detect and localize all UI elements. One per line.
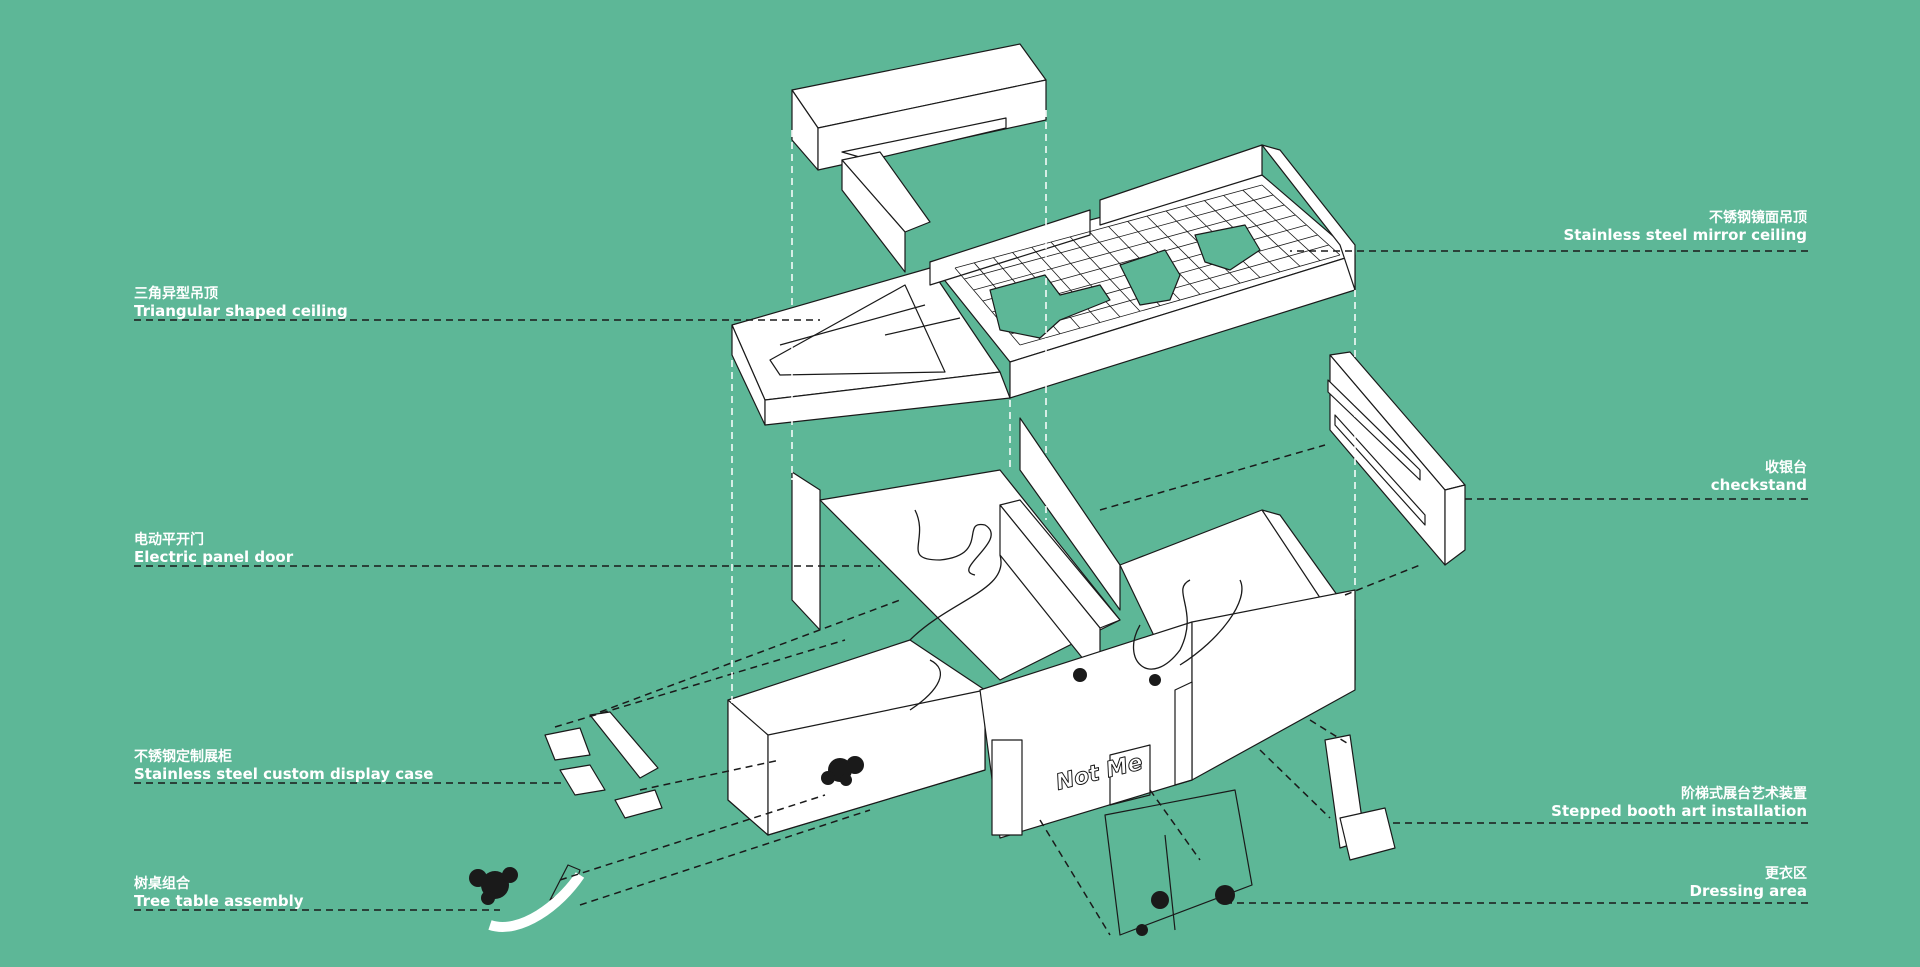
grid-line xyxy=(1050,241,1121,318)
callout-display-case: 不锈钢定制展柜 Stainless steel custom display c… xyxy=(134,749,433,783)
roof-block xyxy=(791,43,1047,273)
callout-en: Tree table assembly xyxy=(134,892,304,910)
callout-en: Stainless steel mirror ceiling xyxy=(1563,226,1807,244)
grid-line xyxy=(1261,184,1341,256)
callout-en: Electric panel door xyxy=(134,548,294,566)
triangular-ceiling xyxy=(731,267,1011,426)
grid-line xyxy=(1019,254,1341,346)
grid-line xyxy=(1242,189,1321,261)
grid-line xyxy=(964,194,1274,280)
callout-cn: 树桌组合 xyxy=(134,876,190,892)
grid-line xyxy=(973,204,1285,291)
callout-mirror-ceiling: 不锈钢镜面吊顶 Stainless steel mirror ceiling xyxy=(1563,210,1807,244)
grid-line xyxy=(1146,215,1221,290)
callout-cn: 电动平开门 xyxy=(134,532,204,548)
grid-line xyxy=(1223,195,1301,267)
callout-en: Triangular shaped ceiling xyxy=(134,302,348,320)
grid-line xyxy=(1031,246,1101,323)
callout-tree-table: 树桌组合 Tree table assembly xyxy=(134,876,304,910)
main-building xyxy=(488,417,1396,936)
callout-cn: 不锈钢定制展柜 xyxy=(134,749,232,765)
grid-line xyxy=(954,184,1263,269)
wire-sculpture xyxy=(909,509,1243,711)
callout-stepped-booth: 阶梯式展台艺术装置 Stepped booth art installation xyxy=(1551,786,1807,820)
callout-cn: 收银台 xyxy=(1765,460,1807,476)
stainless-steel-mirror-ceiling xyxy=(929,144,1356,399)
tree-icon xyxy=(469,668,1235,936)
callout-cn: 不锈钢镜面吊顶 xyxy=(1709,210,1807,226)
callout-en: Stainless steel custom display case xyxy=(134,765,434,783)
callout-cn: 三角异型吊顶 xyxy=(134,286,218,302)
callout-dressing-area: 更衣区 Dressing area xyxy=(1690,866,1807,900)
callout-cn: 更衣区 xyxy=(1765,866,1807,882)
projection-lines xyxy=(731,110,1356,705)
callout-en: Stepped booth art installation xyxy=(1551,802,1807,820)
callout-en: checkstand xyxy=(1710,476,1807,494)
callout-en: Dressing area xyxy=(1689,882,1807,900)
callout-lines xyxy=(134,250,1808,936)
callout-checkstand: 收银台 checkstand xyxy=(1711,460,1807,494)
callout-triangular-ceiling: 三角异型吊顶 Triangular shaped ceiling xyxy=(134,286,348,320)
grid-line xyxy=(1069,236,1141,312)
checkstand-object xyxy=(1327,351,1466,566)
callout-cn: 阶梯式展台艺术装置 xyxy=(1681,786,1807,802)
callout-electric-door: 电动平开门 Electric panel door xyxy=(134,532,293,566)
